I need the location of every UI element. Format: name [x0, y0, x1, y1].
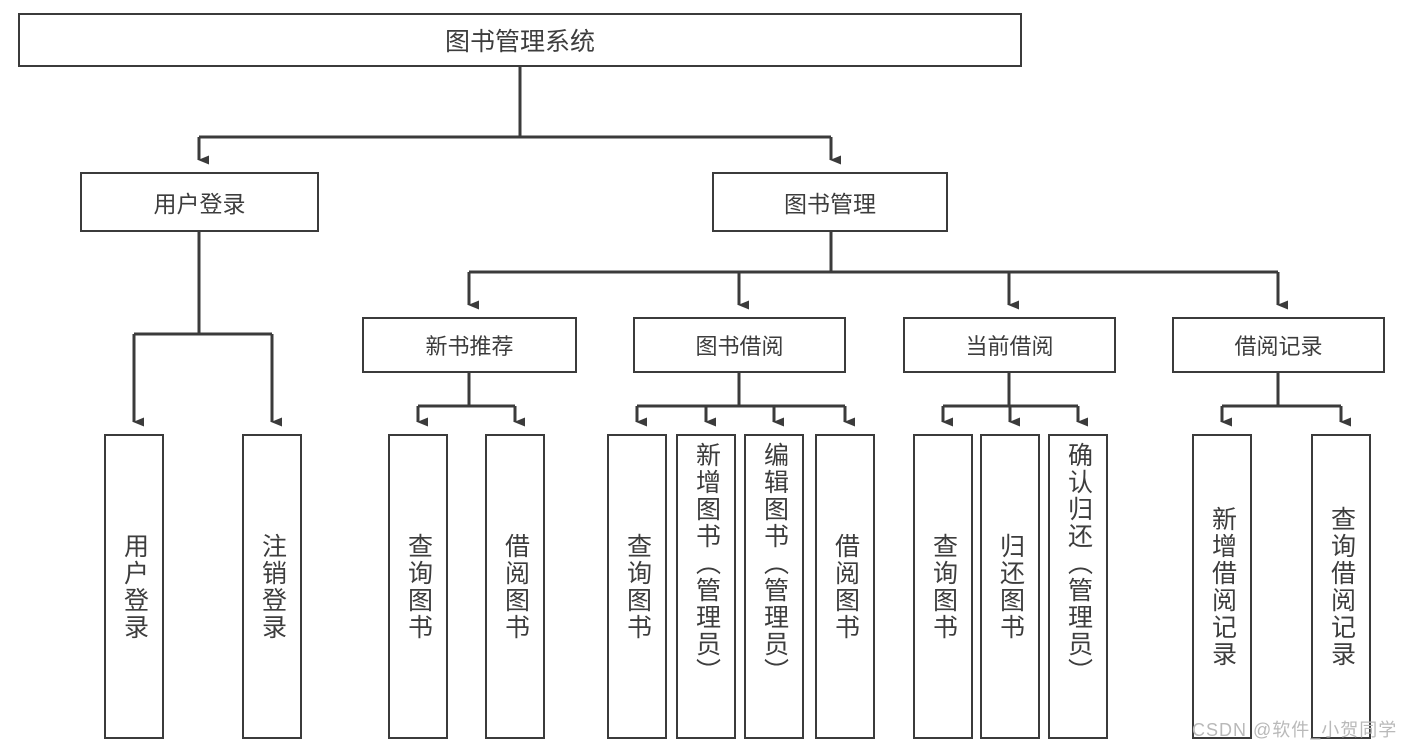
node-current-borrow[interactable]: 当前借阅 [903, 317, 1116, 373]
node-borrow-record-label: 借阅记录 [1234, 334, 1323, 359]
leaf-query-book-2[interactable]: 查询图书 [607, 434, 667, 739]
leaf-confirm-return[interactable]: 确认归还（管理员） [1048, 434, 1108, 739]
leaf-query-book-3-label: 查询图书 [929, 532, 958, 641]
node-new-book-rec[interactable]: 新书推荐 [362, 317, 577, 373]
csdn-watermark: CSDN @软件_小贺同学 [1192, 720, 1398, 740]
leaf-return-book-label: 归还图书 [996, 532, 1025, 641]
leaf-user-login-label: 用户登录 [120, 532, 149, 641]
leaf-query-record-label: 查询借阅记录 [1327, 505, 1356, 668]
leaf-add-record[interactable]: 新增借阅记录 [1192, 434, 1252, 739]
leaf-query-book-2-label: 查询图书 [623, 532, 652, 641]
node-book-borrow[interactable]: 图书借阅 [633, 317, 846, 373]
leaf-query-book-3[interactable]: 查询图书 [913, 434, 973, 739]
leaf-confirm-return-label: 确认归还（管理员） [1064, 442, 1093, 685]
leaf-query-record[interactable]: 查询借阅记录 [1311, 434, 1371, 739]
leaf-borrow-book-1-label: 借阅图书 [501, 532, 530, 641]
leaf-edit-book[interactable]: 编辑图书（管理员） [744, 434, 804, 739]
leaf-add-record-label: 新增借阅记录 [1208, 505, 1237, 668]
leaf-query-book-1-label: 查询图书 [404, 532, 433, 641]
leaf-query-book-1[interactable]: 查询图书 [388, 434, 448, 739]
node-user-login[interactable]: 用户登录 [80, 172, 319, 232]
node-new-book-rec-label: 新书推荐 [425, 334, 514, 359]
node-root[interactable]: 图书管理系统 [18, 13, 1022, 67]
leaf-return-book[interactable]: 归还图书 [980, 434, 1040, 739]
node-borrow-record[interactable]: 借阅记录 [1172, 317, 1385, 373]
leaf-edit-book-label: 编辑图书（管理员） [760, 442, 789, 685]
leaf-logout-label: 注销登录 [258, 532, 287, 641]
leaf-user-login[interactable]: 用户登录 [104, 434, 164, 739]
leaf-borrow-book-2-label: 借阅图书 [831, 532, 860, 641]
leaf-borrow-book-1[interactable]: 借阅图书 [485, 434, 545, 739]
leaf-add-book[interactable]: 新增图书（管理员） [676, 434, 736, 739]
leaf-borrow-book-2[interactable]: 借阅图书 [815, 434, 875, 739]
node-book-manage-label: 图书管理 [784, 191, 876, 217]
node-book-borrow-label: 图书借阅 [695, 334, 784, 359]
node-current-borrow-label: 当前借阅 [965, 334, 1054, 359]
node-book-manage[interactable]: 图书管理 [712, 172, 948, 232]
node-user-login-label: 用户登录 [153, 191, 246, 217]
leaf-add-book-label: 新增图书（管理员） [692, 442, 721, 685]
node-root-label: 图书管理系统 [444, 28, 595, 56]
leaf-logout[interactable]: 注销登录 [242, 434, 302, 739]
